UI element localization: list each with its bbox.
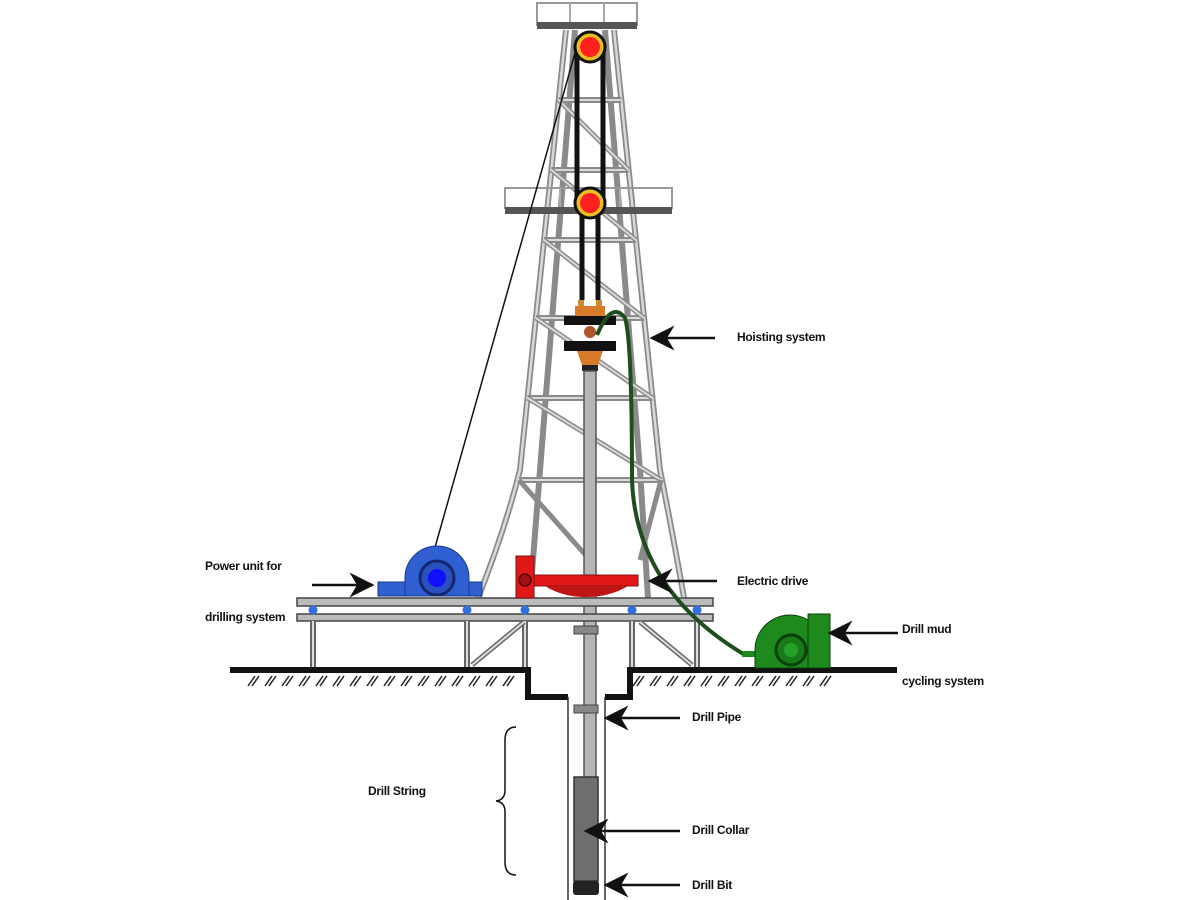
ground-hatch — [315, 675, 324, 687]
ground-hatch — [734, 675, 743, 687]
ground-hatch — [404, 675, 413, 687]
wellbore — [567, 625, 606, 900]
ground-hatch — [772, 675, 781, 687]
power-unit — [377, 545, 483, 597]
ground-hatch — [383, 675, 392, 687]
derrick-diagonal — [557, 99, 630, 171]
label-cycling-system: cycling system — [902, 674, 984, 688]
drill-bit — [573, 881, 599, 895]
ground-hatch — [653, 675, 662, 687]
ground-hatch — [802, 675, 811, 687]
ground-hatch — [485, 675, 494, 687]
ground-hatch — [472, 675, 481, 687]
ground-hatch — [789, 675, 798, 687]
rotary-table — [515, 555, 639, 599]
ground-hatch — [704, 675, 713, 687]
label-drill-collar: Drill Collar — [692, 823, 750, 837]
crown-block — [573, 30, 607, 64]
ground-hatch — [421, 675, 430, 687]
ground-hatch — [751, 675, 760, 687]
ground-hatch — [281, 675, 290, 687]
ground-hatch — [451, 675, 460, 687]
ground-hatch — [417, 675, 426, 687]
ground-hatch — [632, 675, 641, 687]
label-drill-bit: Drill Bit — [692, 878, 732, 892]
ground-hatch — [683, 675, 692, 687]
ground-hatch — [366, 675, 375, 687]
derrick-diagonal — [543, 239, 645, 319]
floor-bolt — [308, 605, 318, 615]
ground-hatch — [506, 675, 515, 687]
label-drilling-system: drilling system — [205, 610, 285, 624]
mud-hose — [595, 309, 747, 657]
ground-hatch — [264, 675, 273, 687]
floor-bolt — [520, 605, 530, 615]
ground-hatch — [387, 675, 396, 687]
drill-string-brace — [495, 726, 517, 876]
ground-hatch — [666, 675, 675, 687]
derrick-diagonal — [517, 478, 592, 562]
floor-bolt — [462, 605, 472, 615]
ground-hatch — [349, 675, 358, 687]
ground-hatch — [400, 675, 409, 687]
ground-hatch — [687, 675, 696, 687]
ground-hatch — [302, 675, 311, 687]
label-drill-mud: Drill mud — [902, 622, 951, 636]
ground-hatch — [438, 675, 447, 687]
ground-hatch — [768, 675, 777, 687]
ground-hatch — [247, 675, 256, 687]
hoisting-cables — [574, 47, 606, 300]
mud-pump — [742, 613, 831, 669]
ground-hatch — [298, 675, 307, 687]
label-electric-drive: Electric drive — [737, 574, 809, 588]
ground-hatch — [649, 675, 658, 687]
ground-hatch — [332, 675, 341, 687]
ground-hatch — [319, 675, 328, 687]
ground-hatch — [468, 675, 477, 687]
ground-hatch — [823, 675, 832, 687]
label-drill-string: Drill String — [368, 784, 426, 798]
label-power-unit: Power unit for — [205, 559, 282, 573]
label-hoisting-system: Hoisting system — [737, 330, 825, 344]
swivel — [564, 300, 616, 371]
callout-arrows — [312, 325, 898, 898]
ground-hatch — [700, 675, 709, 687]
ground-hatch — [336, 675, 345, 687]
ground-hatch — [721, 675, 730, 687]
ground — [230, 667, 897, 700]
ground-hatch — [717, 675, 726, 687]
ground-hatch — [251, 675, 260, 687]
ground-hatch — [455, 675, 464, 687]
ground-hatch — [670, 675, 679, 687]
ground-hatch — [434, 675, 443, 687]
label-drill-pipe: Drill Pipe — [692, 710, 742, 724]
ground-hatch — [636, 675, 645, 687]
ground-hatch — [353, 675, 362, 687]
fast-line-cable — [429, 45, 578, 566]
ground-hatch — [738, 675, 747, 687]
rig-floor — [296, 597, 714, 668]
ground-hatch — [489, 675, 498, 687]
floor-bolt — [692, 605, 702, 615]
ground-hatch — [755, 675, 764, 687]
ground-hatch — [268, 675, 277, 687]
ground-hatch — [819, 675, 828, 687]
ground-hatch — [285, 675, 294, 687]
ground-hatch — [502, 675, 511, 687]
ground-hatch — [370, 675, 379, 687]
floor-bolt — [627, 605, 637, 615]
traveling-block — [573, 186, 607, 220]
ground-hatch — [806, 675, 815, 687]
ground-hatch — [785, 675, 794, 687]
drill-collar — [573, 776, 599, 882]
